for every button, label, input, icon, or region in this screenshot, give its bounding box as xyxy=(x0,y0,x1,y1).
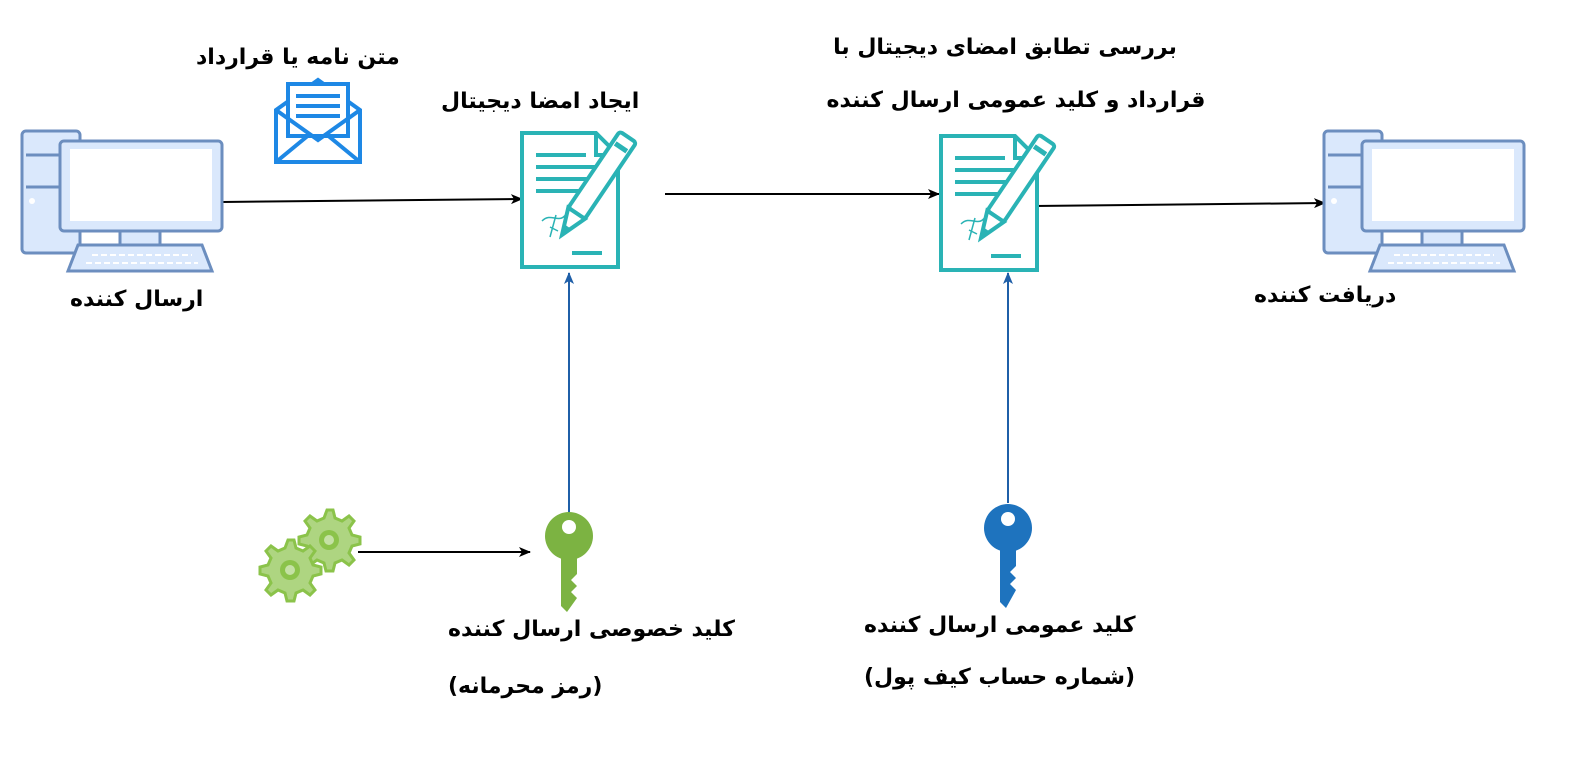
verify-label-line1: بررسی تطابق امضای دیجیتال با xyxy=(833,35,1177,60)
public-key-sublabel: (شماره حساب کیف پول) xyxy=(864,665,1136,690)
message-label: متن نامه یا قرارداد xyxy=(196,45,400,70)
private-key-icon xyxy=(545,512,593,612)
sign-document-icon xyxy=(520,129,639,269)
verify-document-icon xyxy=(939,132,1058,272)
sender-computer-icon xyxy=(20,129,224,273)
sign-label: ایجاد امضا دیجیتال xyxy=(441,89,640,114)
sender-label: ارسال کننده xyxy=(70,287,204,312)
receiver-computer-icon xyxy=(1322,129,1526,273)
arrow-verify-to-receiver xyxy=(1033,198,1326,209)
public-key-icon xyxy=(984,504,1032,608)
verify-label-line2: قرارداد و کلید عمومی ارسال کننده xyxy=(826,88,1206,113)
private-key-sublabel: (رمز محرمانه) xyxy=(448,674,603,699)
arrow-sender-to-sign xyxy=(221,194,523,205)
public-key-label: کلید عمومی ارسال کننده xyxy=(864,613,1136,638)
gears-icon xyxy=(258,508,362,603)
receiver-label: دریافت کننده xyxy=(1254,283,1397,308)
envelope-icon xyxy=(274,77,362,164)
private-key-label: کلید خصوصی ارسال کننده xyxy=(448,617,735,642)
